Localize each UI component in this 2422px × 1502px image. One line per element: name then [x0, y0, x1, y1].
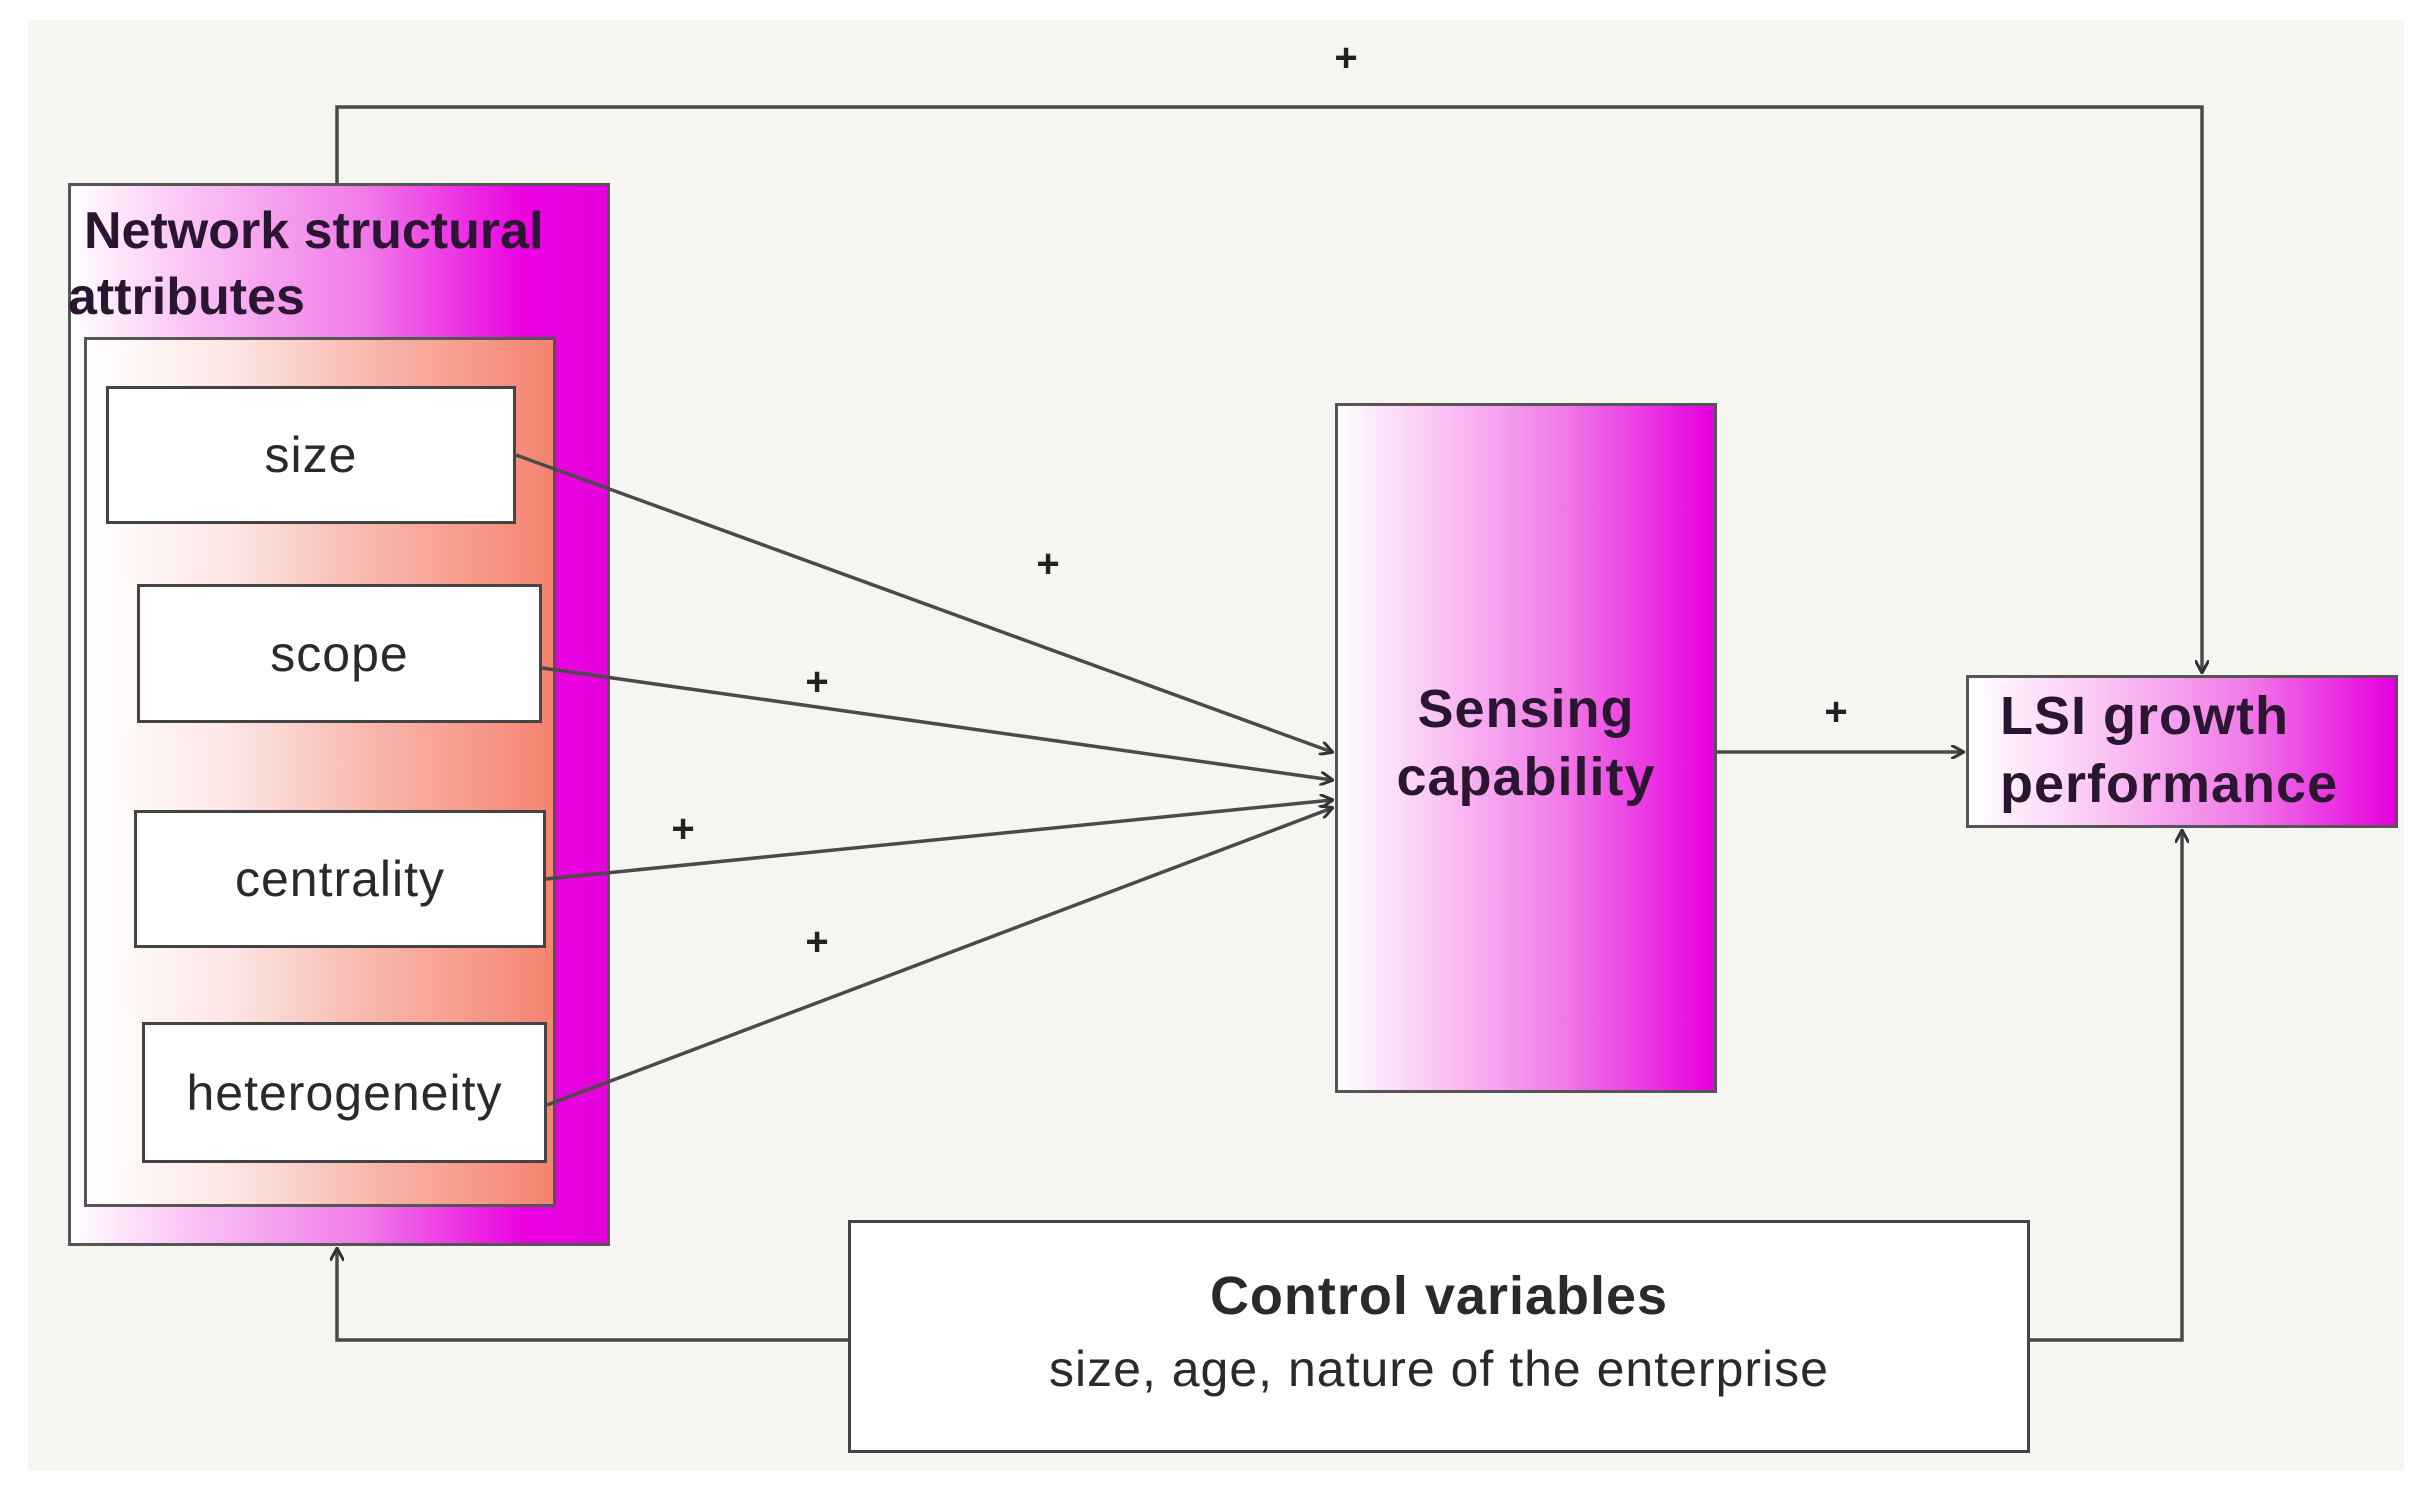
attribute-scope-label: scope [270, 625, 409, 682]
network-title-line1: Network structural [84, 202, 544, 260]
arrow-size-to-sensing [515, 453, 1332, 752]
control-variables-box [848, 1220, 2030, 1453]
attribute-heterogeneity-label: heterogeneity [186, 1064, 503, 1121]
attribute-centrality-label: centrality [234, 851, 446, 907]
arrow-control-to-network [337, 1249, 848, 1342]
lsi-growth-performance-box [1966, 675, 2398, 828]
network-title-line2: attributes [68, 268, 305, 326]
attribute-size-box: size [106, 386, 516, 524]
plus-sign-heterogeneity: + [805, 920, 829, 964]
plus-sign-top: + [1334, 36, 1358, 80]
arrow-network-to-lsi [335, 105, 2202, 672]
lsi-line2: performance [2000, 754, 2339, 814]
arrow-scope-to-sensing [541, 666, 1332, 780]
attribute-heterogeneity-box: heterogeneity [142, 1022, 547, 1163]
arrow-centrality-to-sensing [545, 800, 1332, 881]
lsi-growth-performance-label: LSI growth performance [2000, 682, 2400, 818]
attribute-size-label: size [264, 427, 358, 483]
network-structural-attributes-title: Network structural attributes [68, 198, 610, 330]
control-variables-title: Control variables [1209, 1266, 1669, 1326]
plus-sign-sensing-to-lsi: + [1824, 690, 1848, 734]
sensing-line1: Sensing [1417, 679, 1635, 739]
arrow-control-to-lsi [2030, 831, 2182, 1342]
lsi-line1: LSI growth [2000, 686, 2289, 746]
attribute-centrality-box: centrality [134, 810, 546, 948]
sensing-line2: capability [1396, 747, 1656, 807]
plus-sign-scope: + [805, 660, 829, 704]
attribute-scope-box: scope [137, 584, 542, 723]
control-variables-list: size, age, nature of the enterprise [1049, 1341, 1829, 1397]
plus-sign-size: + [1036, 542, 1060, 586]
sensing-capability-box [1335, 403, 1717, 1093]
sensing-capability-label: Sensing capability [1335, 675, 1717, 811]
plus-sign-centrality: + [671, 807, 695, 851]
arrow-heterogeneity-to-sensing [546, 808, 1332, 1107]
